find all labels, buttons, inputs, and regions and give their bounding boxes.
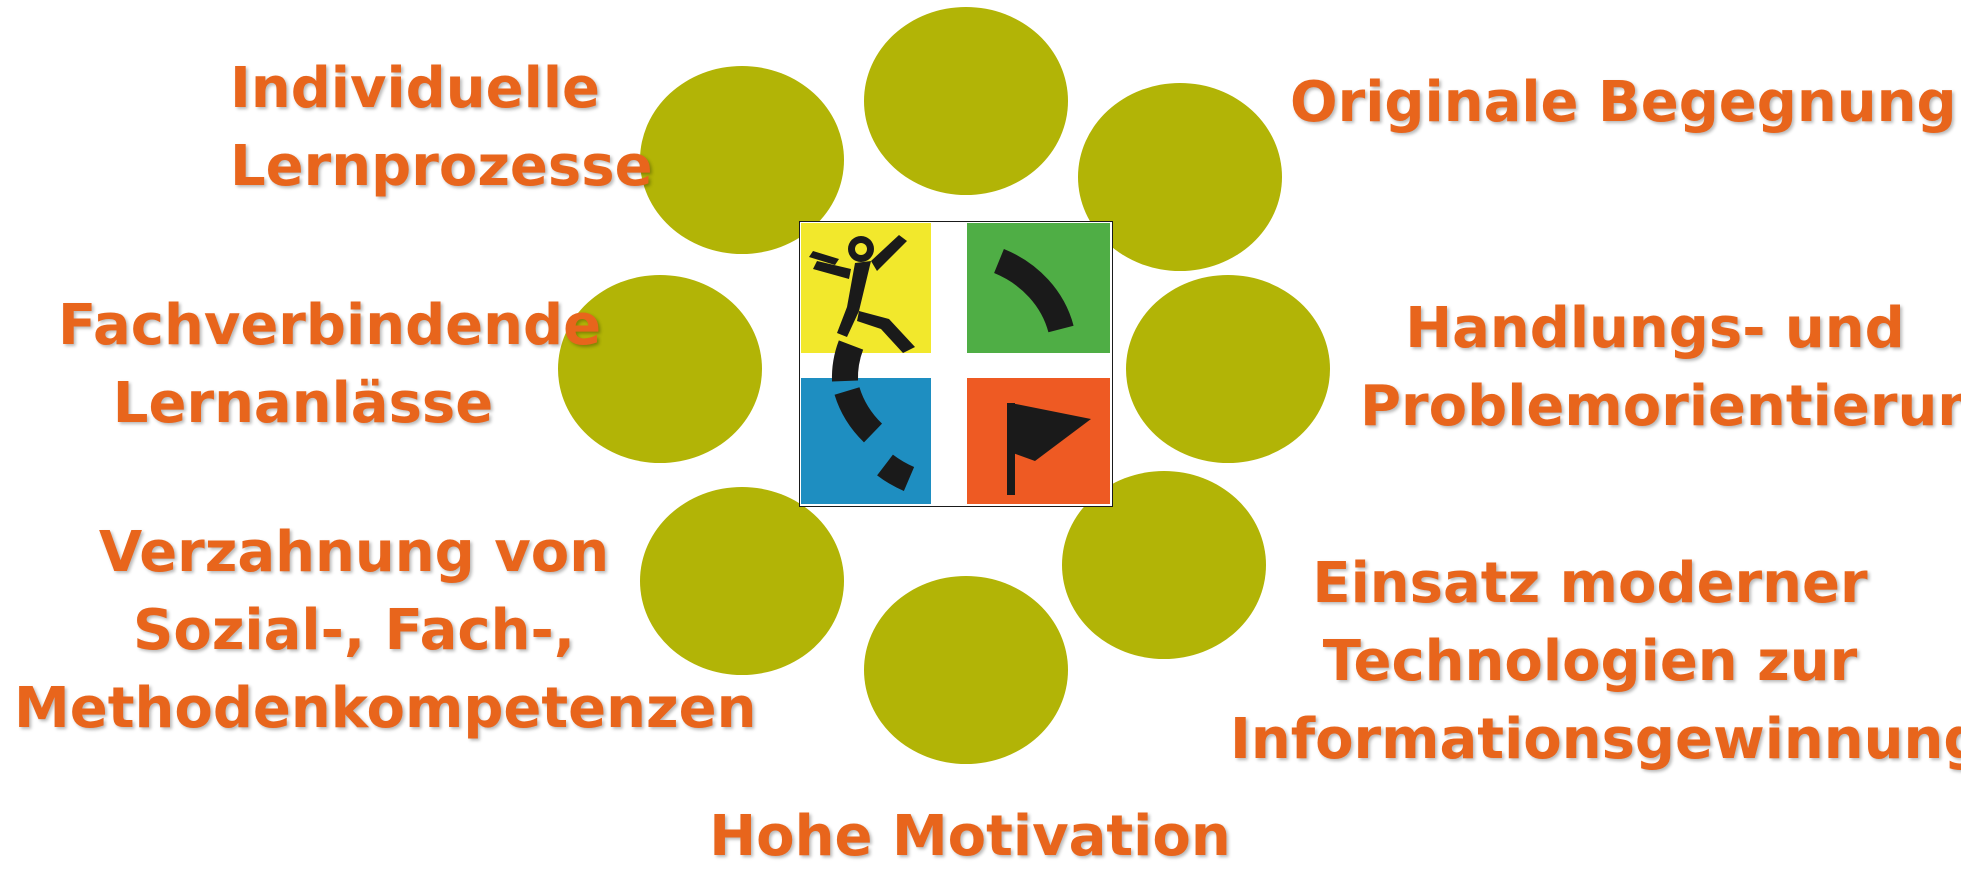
label-high-motivation: Hohe Motivation bbox=[700, 798, 1240, 876]
label-original-encounter: Originale Begegnung bbox=[1290, 64, 1957, 142]
label-line: Lernanlässe bbox=[112, 371, 494, 436]
ring-circle-right bbox=[1126, 275, 1330, 463]
label-action-problem-orientation: Handlungs- und Problemorientierung bbox=[1360, 290, 1961, 446]
label-competence-integration: Verzahnung von Sozial-, Fach-, Methodenk… bbox=[14, 514, 757, 748]
label-line: Individuelle bbox=[230, 56, 600, 121]
ring-circle-left bbox=[558, 275, 762, 463]
ring-circle-bottom-left bbox=[640, 487, 844, 675]
label-line: Sozial-, Fach-, bbox=[133, 598, 575, 663]
label-cross-subject-learning: Fachverbindende Lernanlässe bbox=[58, 287, 602, 443]
label-line: Problemorientierung bbox=[1360, 374, 1961, 439]
ring-circle-bottom bbox=[864, 576, 1068, 764]
label-line: Fachverbindende bbox=[58, 293, 602, 358]
flag-icon bbox=[1007, 403, 1091, 495]
label-line: Technologien zur bbox=[1322, 629, 1858, 694]
geocaching-logo-icon bbox=[799, 221, 1113, 507]
ring-circle-top bbox=[864, 7, 1068, 195]
label-line: Verzahnung von bbox=[98, 520, 610, 585]
label-line: Einsatz moderner bbox=[1312, 551, 1868, 616]
label-line: Informationsgewinnung… bbox=[1230, 707, 1961, 772]
label-individual-learning: Individuelle Lernprozesse bbox=[230, 50, 653, 206]
label-line: Methodenkompetenzen bbox=[14, 676, 757, 741]
label-line: Handlungs- und bbox=[1405, 296, 1905, 361]
label-line: Originale Begegnung bbox=[1290, 70, 1957, 135]
running-figure-icon bbox=[809, 235, 915, 353]
label-line: Hohe Motivation bbox=[709, 804, 1231, 869]
label-modern-technologies: Einsatz moderner Technologien zur Inform… bbox=[1230, 545, 1961, 779]
label-line: Lernprozesse bbox=[230, 134, 653, 199]
